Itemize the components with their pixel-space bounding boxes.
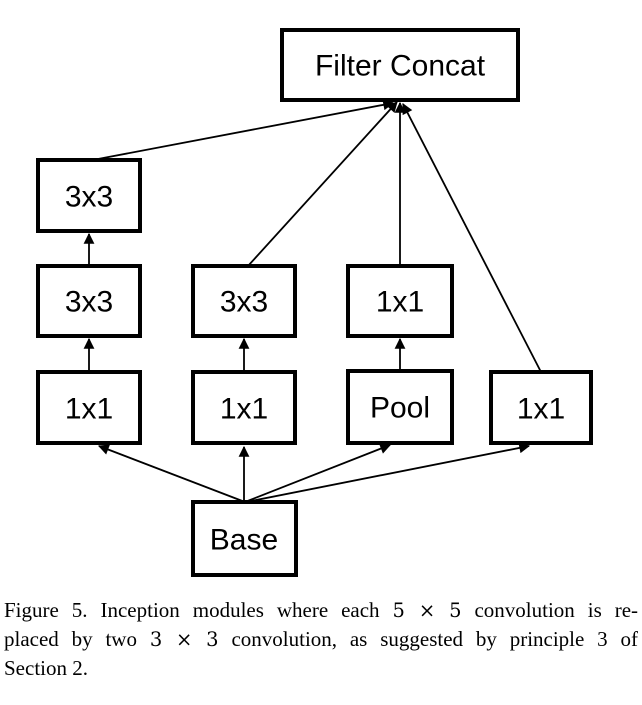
figure-caption: Figure 5. Inception modules where each 5… xyxy=(4,596,638,682)
caption-line2-text-end: convolution, as suggested by principle 3… xyxy=(218,627,639,651)
caption-line-1: Figure 5. Inception modules where each 5… xyxy=(4,596,638,625)
node-box-filter-concat xyxy=(280,28,520,102)
node-label-conv1x1-col4: 1x1 xyxy=(517,393,565,426)
edge-conv3x3-top-to-concat xyxy=(97,99,395,160)
edge-base-to-conv1x1-col4 xyxy=(245,442,531,503)
node-label-conv1x1-row2: 1x1 xyxy=(376,286,424,319)
caption-line-2: placed by two 3 × 3 convolution, as sugg… xyxy=(4,625,638,654)
node-label-conv3x3-mid: 3x3 xyxy=(220,286,268,319)
edge-base-to-conv1x1-col1 xyxy=(97,444,246,503)
node-box-conv1x1-row2 xyxy=(346,264,454,338)
node-box-pool xyxy=(346,369,454,445)
caption-line1-text-end: convolution is re- xyxy=(461,598,639,622)
caption-line1-text: Figure 5. Inception modules where each xyxy=(4,598,393,622)
node-label-conv3x3-left: 3x3 xyxy=(65,286,113,319)
node-label-filter-concat: Filter Concat xyxy=(315,50,486,83)
node-box-conv1x1-col1 xyxy=(36,370,142,445)
edge-conv3x3-mid-to-concat xyxy=(247,101,398,267)
caption-line2-text: placed by two xyxy=(4,627,150,651)
node-label-conv1x1-col2: 1x1 xyxy=(220,393,268,426)
node-label-base: Base xyxy=(210,524,278,557)
node-box-base xyxy=(191,500,298,577)
caption-line2-math: 3 × 3 xyxy=(149,628,219,651)
node-box-conv3x3-top xyxy=(36,158,142,233)
node-label-conv1x1-col1: 1x1 xyxy=(65,393,113,426)
node-label-pool: Pool xyxy=(370,392,430,425)
diagram-canvas: Filter Concat 3x3 3x3 3x3 1x1 1x1 1x1 Po… xyxy=(36,28,593,577)
node-box-conv3x3-mid xyxy=(191,264,297,338)
node-box-conv3x3-left xyxy=(36,264,142,338)
edge-base-to-pool xyxy=(244,443,392,503)
inception-module-diagram: Filter Concat 3x3 3x3 3x3 1x1 1x1 1x1 Po… xyxy=(36,28,593,577)
caption-line1-math: 5 × 5 xyxy=(392,599,462,622)
node-box-conv1x1-col2 xyxy=(191,370,297,445)
edge-conv1x1-col4-to-concat xyxy=(402,103,542,373)
caption-line-3: Section 2. xyxy=(4,656,88,680)
node-label-conv3x3-top: 3x3 xyxy=(65,181,113,214)
node-box-conv1x1-col4 xyxy=(489,370,593,445)
